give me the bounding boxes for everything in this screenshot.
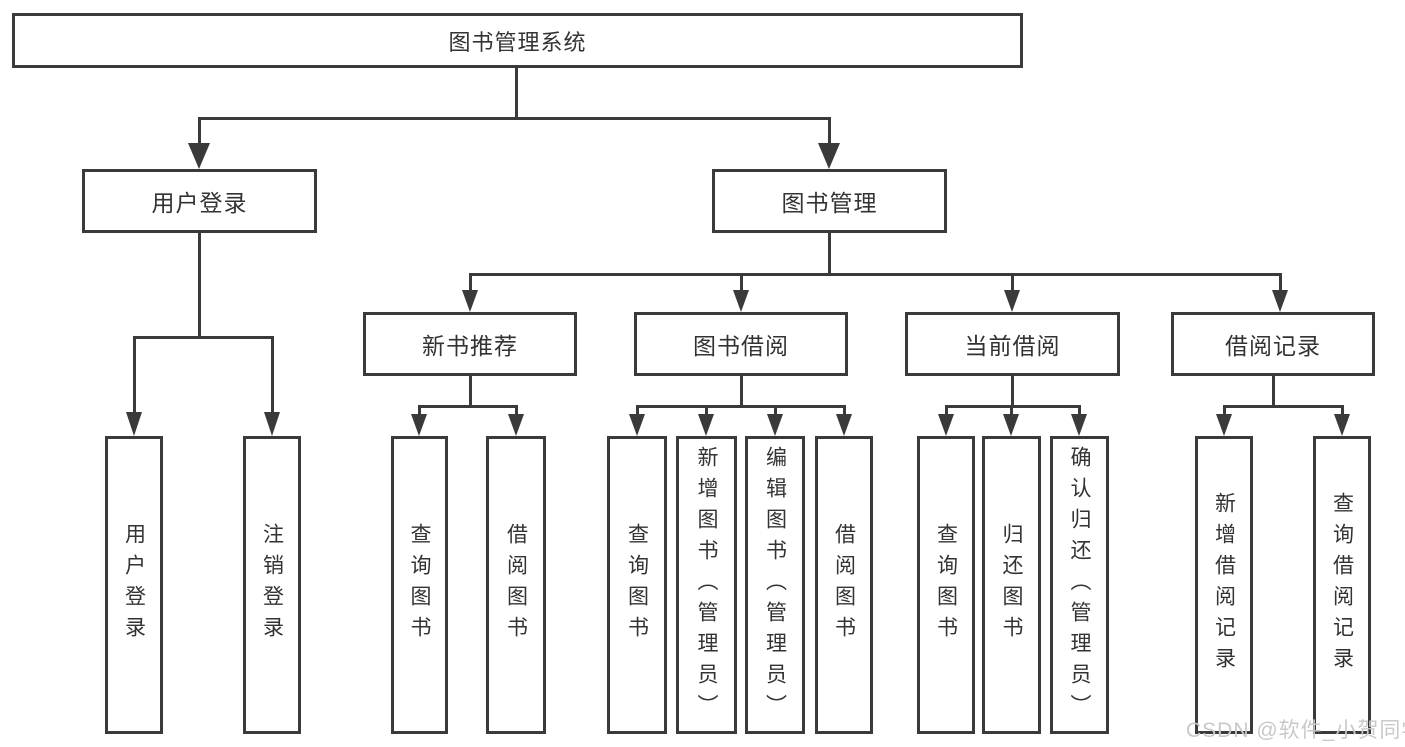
- connector-line: [828, 233, 831, 276]
- leaf-label: 确认归还（管理员）: [1068, 445, 1091, 725]
- arrow-down-icon: [188, 143, 210, 169]
- connector-line: [705, 405, 708, 415]
- connector-line: [1011, 273, 1014, 290]
- leaf-label: 编辑图书（管理员）: [763, 445, 787, 725]
- arrow-down-icon: [411, 414, 427, 436]
- node-new-book-recommendation: 新书推荐: [363, 312, 577, 376]
- leaf-logout: 注销登录: [243, 436, 301, 734]
- arrow-down-icon: [1071, 414, 1087, 436]
- connector-line: [636, 405, 639, 415]
- connector-line: [133, 336, 274, 339]
- arrow-down-icon: [462, 290, 478, 312]
- connector-line: [1223, 405, 1226, 415]
- arrow-down-icon: [1216, 414, 1232, 436]
- node-library-management-system: 图书管理系统: [12, 13, 1023, 68]
- connector-line: [469, 273, 472, 290]
- leaf-label: 归还图书: [1000, 523, 1023, 647]
- arrow-down-icon: [836, 414, 852, 436]
- connector-line: [636, 405, 846, 408]
- leaf-query-borrow-record: 查询借阅记录: [1313, 436, 1371, 734]
- node-label: 图书管理系统: [448, 29, 587, 55]
- leaf-borrow-books: 借阅图书: [486, 436, 546, 734]
- arrow-down-icon: [1004, 290, 1020, 312]
- leaf-label: 查询图书: [934, 523, 958, 647]
- leaf-borrow-books: 借阅图书: [815, 436, 873, 734]
- arrow-down-icon: [126, 412, 142, 436]
- leaf-query-books: 查询图书: [391, 436, 448, 734]
- arrow-down-icon: [938, 414, 954, 436]
- arrow-down-icon: [264, 412, 280, 436]
- node-label: 当前借阅: [964, 333, 1061, 359]
- connector-line: [469, 376, 472, 408]
- connector-line: [945, 405, 948, 415]
- leaf-query-books: 查询图书: [917, 436, 975, 734]
- node-label: 图书管理: [781, 190, 878, 216]
- connector-line: [469, 273, 1282, 276]
- connector-line: [740, 273, 743, 290]
- csdn-watermark: CSDN @软件_小贺同学: [1186, 719, 1405, 742]
- connector-line: [1223, 405, 1344, 408]
- arrow-down-icon: [629, 414, 645, 436]
- leaf-label: 查询图书: [408, 523, 431, 647]
- leaf-confirm-return-admin: 确认归还（管理员）: [1050, 436, 1109, 734]
- leaf-edit-books-admin: 编辑图书（管理员）: [745, 436, 805, 734]
- leaf-label: 新增借阅记录: [1212, 492, 1236, 678]
- leaf-label: 借阅图书: [504, 523, 528, 647]
- connector-line: [198, 117, 831, 120]
- arrow-down-icon: [508, 414, 524, 436]
- connector-line: [1010, 405, 1013, 415]
- leaf-return-books: 归还图书: [982, 436, 1041, 734]
- arrow-down-icon: [1003, 414, 1019, 436]
- node-borrowing-records: 借阅记录: [1171, 312, 1375, 376]
- leaf-add-books-admin: 新增图书（管理员）: [676, 436, 737, 734]
- connector-line: [198, 117, 201, 145]
- connector-line: [418, 405, 421, 415]
- arrow-down-icon: [1272, 290, 1288, 312]
- connector-line: [133, 336, 136, 414]
- arrow-down-icon: [698, 414, 714, 436]
- arrow-down-icon: [818, 143, 840, 169]
- connector-line: [1272, 376, 1275, 408]
- leaf-user-login: 用户登录: [105, 436, 163, 734]
- connector-line: [774, 405, 777, 415]
- connector-line: [271, 336, 274, 414]
- connector-line: [1279, 273, 1282, 290]
- node-label: 新书推荐: [422, 333, 518, 359]
- node-book-borrowing: 图书借阅: [634, 312, 848, 376]
- node-user-login: 用户登录: [82, 169, 317, 233]
- leaf-label: 注销登录: [260, 523, 284, 647]
- arrow-down-icon: [733, 290, 749, 312]
- connector-line: [515, 68, 518, 120]
- node-book-management: 图书管理: [712, 169, 947, 233]
- connector-line: [1011, 376, 1014, 408]
- connector-line: [828, 117, 831, 145]
- leaf-label: 新增图书（管理员）: [695, 445, 718, 725]
- connector-line: [1078, 405, 1081, 415]
- connector-line: [1341, 405, 1344, 415]
- connector-line: [843, 405, 846, 415]
- node-label: 图书借阅: [693, 333, 789, 359]
- connector-line: [740, 376, 743, 408]
- leaf-query-books: 查询图书: [607, 436, 667, 734]
- leaf-label: 借阅图书: [832, 523, 856, 647]
- node-label: 用户登录: [151, 190, 248, 216]
- node-label: 借阅记录: [1225, 333, 1321, 359]
- connector-line: [198, 233, 201, 339]
- leaf-add-borrow-record: 新增借阅记录: [1195, 436, 1253, 734]
- leaf-label: 用户登录: [122, 523, 146, 647]
- connector-line: [515, 405, 518, 415]
- leaf-label: 查询借阅记录: [1330, 492, 1354, 678]
- connector-line: [945, 405, 1081, 408]
- arrow-down-icon: [1334, 414, 1350, 436]
- leaf-label: 查询图书: [625, 523, 649, 647]
- arrow-down-icon: [767, 414, 783, 436]
- connector-line: [418, 405, 518, 408]
- node-current-borrowing: 当前借阅: [905, 312, 1120, 376]
